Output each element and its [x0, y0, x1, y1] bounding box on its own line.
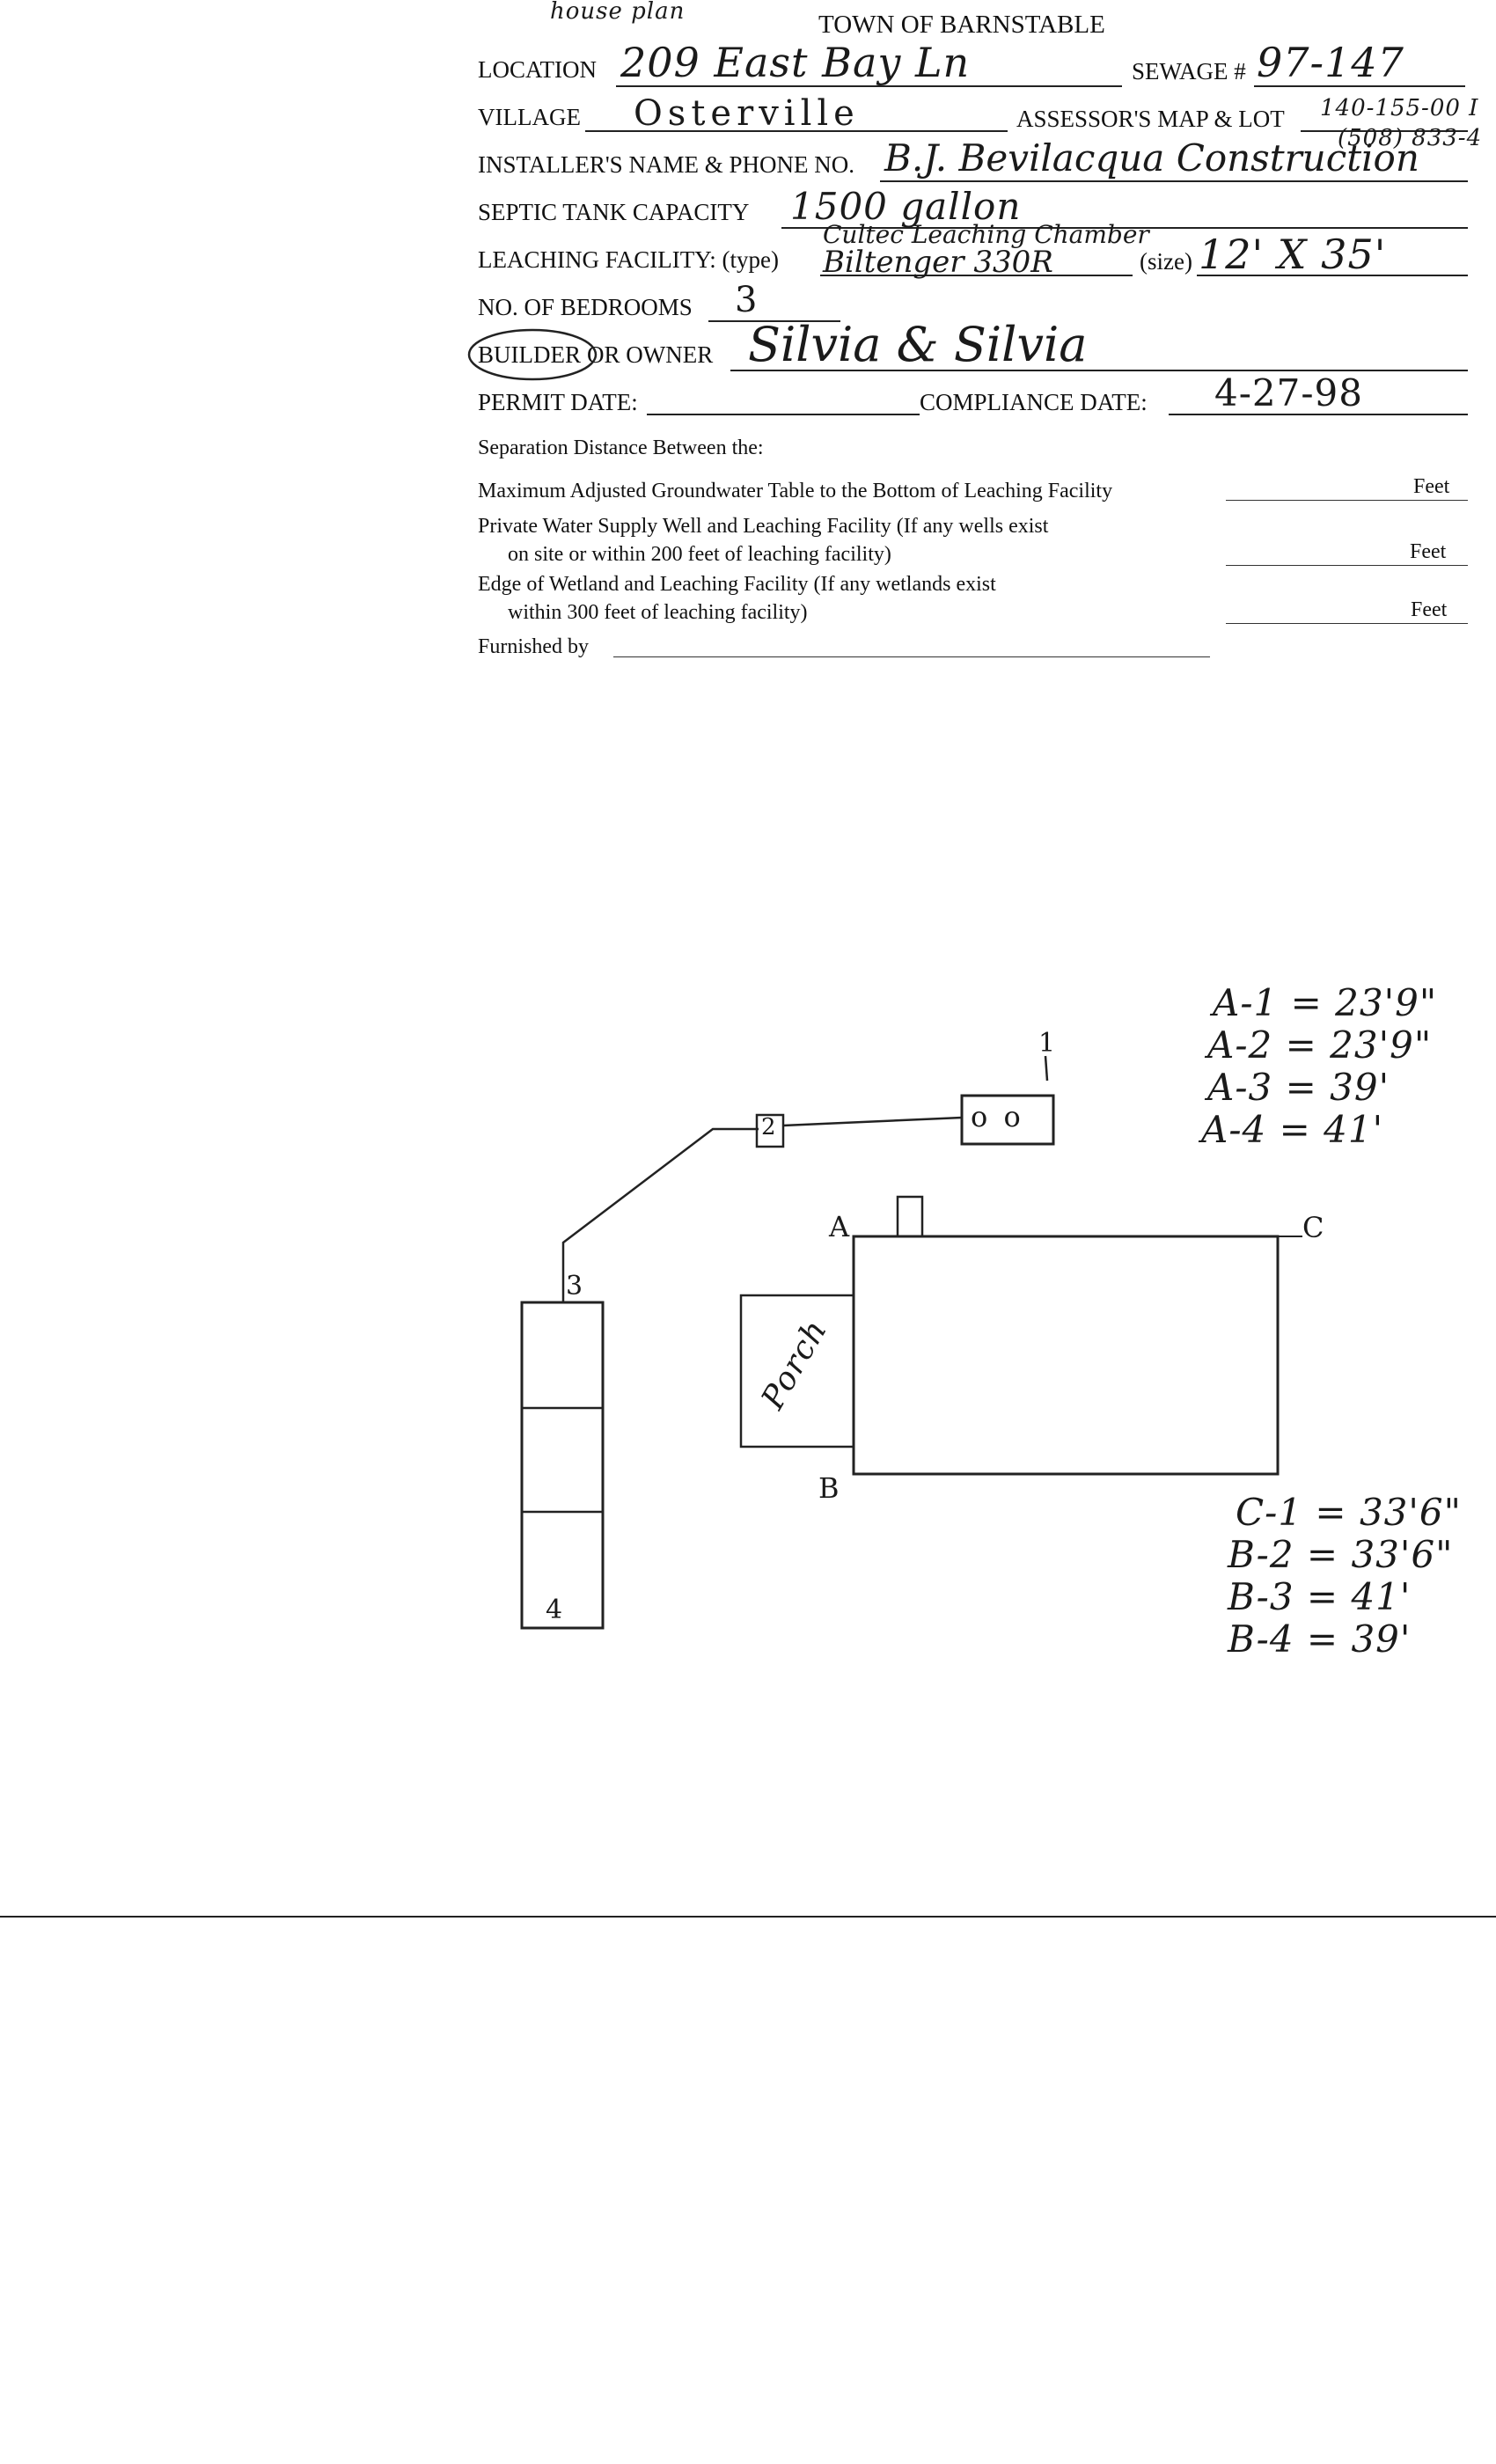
well-feet-label: Feet — [1410, 540, 1447, 563]
form-title: TOWN OF BARNSTABLE — [818, 11, 1105, 39]
measurement-a-4: A-4 = 41' — [1201, 1108, 1384, 1151]
sewage-value: 97-147 — [1257, 39, 1404, 86]
sewage-label: SEWAGE # — [1132, 58, 1246, 84]
separation-heading: Separation Distance Between the: — [478, 436, 764, 459]
pipe-3-to-2 — [561, 1127, 759, 1302]
builder-line — [730, 370, 1468, 371]
house-bump — [896, 1195, 924, 1236]
leaching-label: LEACHING FACILITY: (type) — [478, 246, 779, 273]
owner-label: OR OWNER — [587, 341, 714, 368]
septic-value: 1500 gallon — [790, 185, 1022, 228]
village-label: VILLAGE — [478, 104, 581, 130]
installer-label: INSTALLER'S NAME & PHONE NO. — [478, 151, 854, 178]
bedrooms-value: 3 — [735, 280, 759, 320]
size-label: (size) — [1140, 248, 1192, 275]
measurement-a-2: A-2 = 23'9" — [1207, 1023, 1433, 1067]
label-1-tick — [1044, 1055, 1049, 1082]
wetland-feet-label: Feet — [1411, 598, 1448, 621]
size-value: 12' X 35' — [1199, 231, 1387, 278]
measurement-b-2: B-2 = 33'6" — [1228, 1533, 1454, 1576]
separation-row-wetland-2: within 300 feet of leaching facility) — [508, 601, 808, 624]
label-3: 3 — [566, 1271, 584, 1302]
leaching-type-line2: Biltenger 330R — [823, 245, 1053, 280]
assessor-value: 140-155-00 I — [1320, 95, 1479, 121]
wetland-feet-line — [1226, 623, 1468, 624]
location-line — [616, 85, 1122, 87]
septic-label: SEPTIC TANK CAPACITY — [478, 199, 750, 225]
septic-line — [781, 227, 1468, 229]
furnished-by-label: Furnished by — [478, 635, 589, 658]
location-value: 209 East Bay Ln — [620, 39, 971, 86]
installer-phone: (508) 833-4 — [1338, 125, 1483, 151]
corner-c-label: C — [1302, 1211, 1325, 1244]
size-line — [1197, 275, 1468, 276]
leaching-type-line1: Cultec Leaching Chamber — [823, 220, 1149, 249]
house-outline — [852, 1235, 1280, 1476]
corner-b-label: B — [818, 1471, 840, 1505]
compliance-value: 4-27-98 — [1214, 371, 1363, 414]
sewage-line — [1254, 85, 1465, 87]
measurement-b-3: B-3 = 41' — [1228, 1575, 1412, 1618]
well-feet-line — [1226, 565, 1468, 566]
top-handwritten-note: house plan — [550, 0, 686, 25]
bedrooms-label: NO. OF BEDROOMS — [478, 294, 693, 320]
groundwater-feet-label: Feet — [1413, 475, 1450, 498]
septic-tank-marks: o o — [971, 1100, 1024, 1133]
permit-label: PERMIT DATE: — [478, 389, 638, 415]
village-value: Osterville — [634, 93, 860, 134]
separation-row-well-2: on site or within 200 feet of leaching f… — [508, 543, 891, 566]
groundwater-feet-line — [1226, 500, 1468, 501]
measurement-b-4: B-4 = 39' — [1228, 1617, 1412, 1661]
village-line — [585, 130, 1008, 132]
septic-tank — [960, 1094, 1055, 1146]
compliance-label: COMPLIANCE DATE: — [920, 389, 1148, 415]
compliance-line — [1169, 414, 1468, 415]
separation-row-groundwater: Maximum Adjusted Groundwater Table to th… — [478, 480, 1113, 502]
furnished-by-line — [613, 656, 1210, 657]
label-1: 1 — [1038, 1028, 1057, 1059]
builder-circle-mark — [467, 328, 598, 381]
builder-label: BUILDER — [478, 341, 581, 368]
bedrooms-line — [708, 320, 840, 322]
installer-value: B.J. Bevilacqua Construction — [884, 136, 1419, 180]
separation-row-wetland-1: Edge of Wetland and Leaching Facility (I… — [478, 573, 996, 596]
location-label: LOCATION — [478, 56, 597, 83]
distribution-box — [755, 1113, 785, 1148]
label-2: 2 — [761, 1114, 777, 1140]
porch-outline — [739, 1294, 854, 1448]
label-4: 4 — [546, 1595, 564, 1625]
measurement-c-1: C-1 = 33'6" — [1236, 1491, 1462, 1534]
leaching-type-line — [820, 275, 1133, 276]
assessor-label: ASSESSOR'S MAP & LOT — [1016, 106, 1285, 132]
installer-line — [880, 180, 1468, 182]
leaching-chamber-column — [520, 1301, 605, 1630]
measurement-a-3: A-3 = 39' — [1207, 1066, 1390, 1109]
measurement-a-1: A-1 = 23'9" — [1213, 981, 1438, 1024]
separation-row-well-1: Private Water Supply Well and Leaching F… — [478, 515, 1049, 538]
page-bottom-rule — [0, 1916, 1496, 1918]
corner-a-label: A — [829, 1210, 851, 1243]
pipe-2-to-tank — [782, 1116, 963, 1127]
builder-value: Silvia & Silvia — [748, 317, 1088, 372]
assessor-line — [1301, 130, 1468, 132]
permit-line — [647, 414, 920, 415]
